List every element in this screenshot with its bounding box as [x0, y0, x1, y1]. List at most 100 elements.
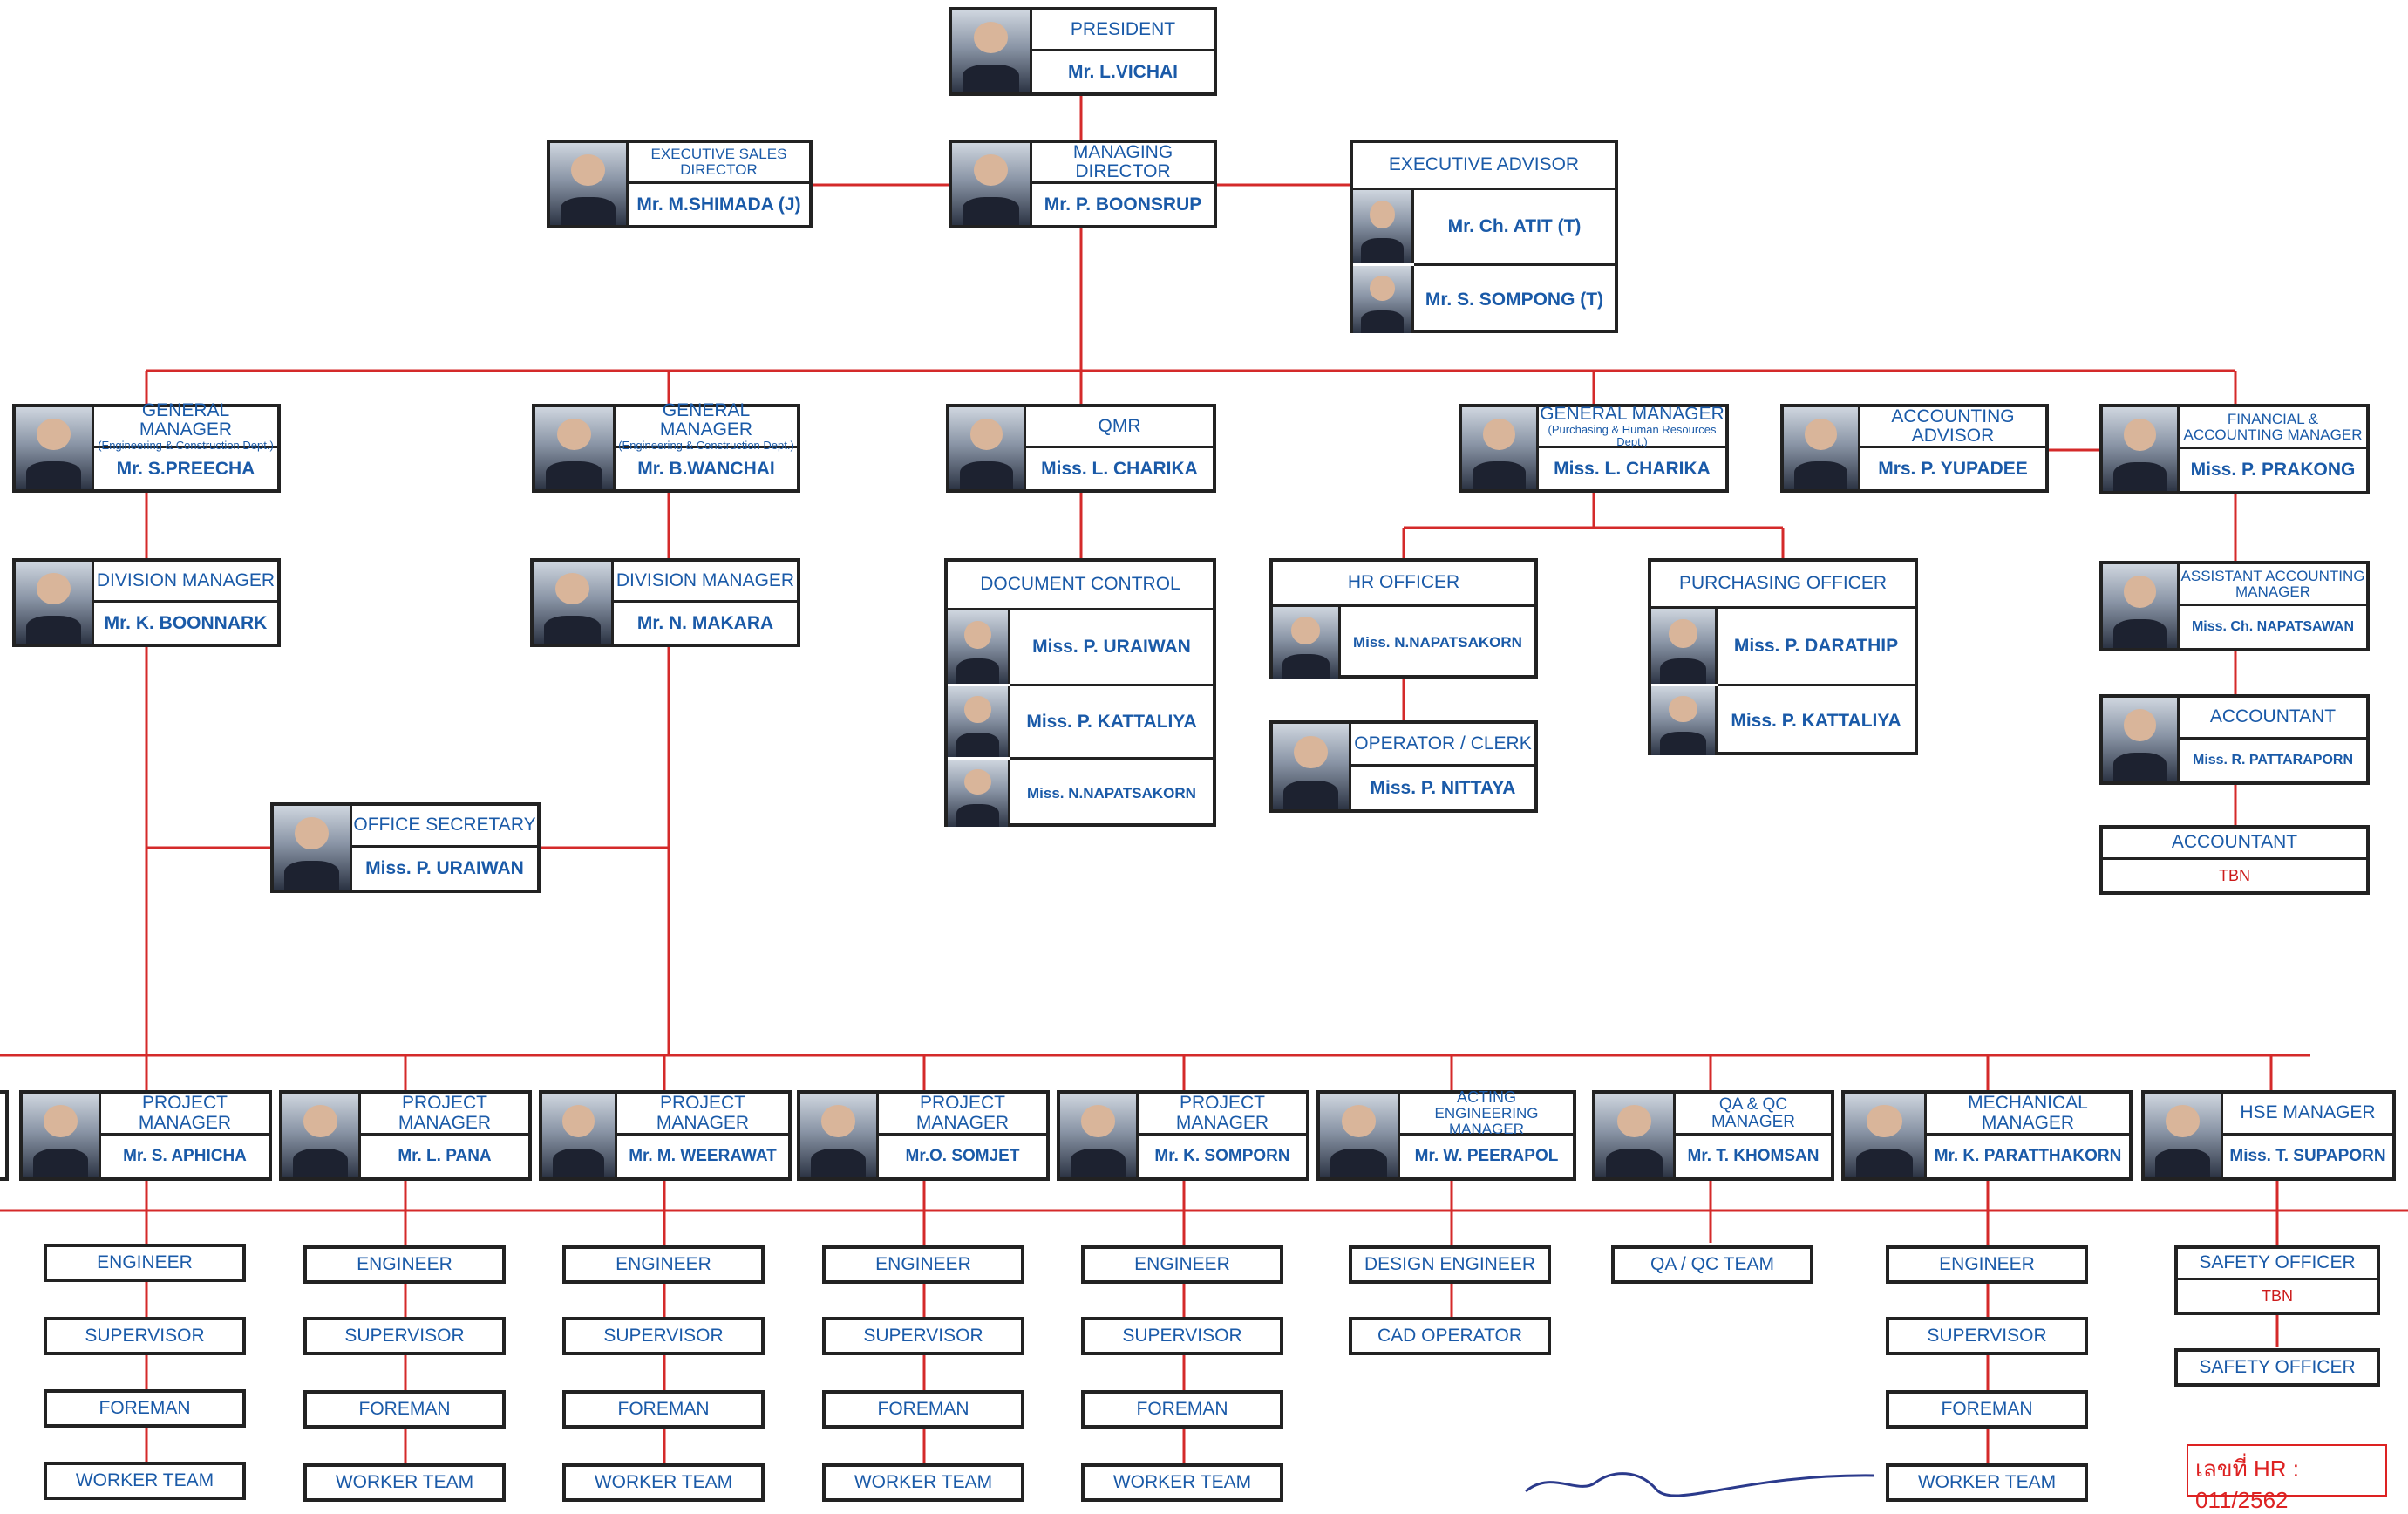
- exec-sales-name: Mr. M.SHIMADA (J): [636, 194, 801, 215]
- gm3-name: Miss. L. CHARIKA: [1554, 458, 1711, 479]
- engineer-box-4: ENGINEER: [822, 1245, 1024, 1284]
- qa-qc-manager-card: QA & QC MANAGER Mr. T. KHOMSAN: [1592, 1090, 1834, 1181]
- purchasing-officer-name-1-text: Miss. P. DARATHIP: [1733, 636, 1899, 656]
- accountant-tbn-card: ACCOUNTANT TBN: [2099, 825, 2370, 895]
- accountant-photo: [2103, 698, 2180, 781]
- mechanical-manager-photo: [1845, 1094, 1927, 1177]
- qa-qc-team-box: QA / QC TEAM: [1611, 1245, 1813, 1284]
- exec-advisor-name-1-text: Mr. Ch. ATIT (T): [1447, 216, 1582, 236]
- managing-director-role: MANAGING DIRECTOR: [1032, 142, 1214, 184]
- managing-director-card: MANAGING DIRECTOR Mr. P. BOONSRUP: [949, 140, 1217, 228]
- exec-advisor-name-2-text: Mr. S. SOMPONG (T): [1425, 289, 1604, 310]
- hr-officer-card: HR OFFICER Miss. N.NAPATSAKORN: [1269, 558, 1538, 679]
- exec-sales-photo: [550, 143, 629, 225]
- partial-card-left-edge: [0, 1090, 9, 1181]
- project-manager-3-card: PROJECT MANAGER Mr. M. WEERAWAT: [539, 1090, 792, 1181]
- signature-mark: [1525, 1472, 1875, 1497]
- president-role: PRESIDENT: [1032, 10, 1214, 51]
- gm3-role: GENERAL MANAGER (Purchasing & Human Reso…: [1539, 404, 1725, 449]
- qmr-role: QMR: [1026, 407, 1213, 448]
- document-control-photo-1: [948, 610, 1010, 684]
- mechanical-manager-name: Mr. K. PARATTHAKORN: [1934, 1147, 2122, 1165]
- division-manager-2-role: DIVISION MANAGER: [614, 562, 797, 603]
- worker-team-box-1: WORKER TEAM: [44, 1462, 246, 1500]
- foreman-box-3: FOREMAN: [562, 1390, 765, 1429]
- document-control-photo-3: [948, 760, 1010, 827]
- hse-manager-role: HSE MANAGER: [2223, 1094, 2392, 1136]
- document-control-card: DOCUMENT CONTROL Miss. P. URAIWAN Miss. …: [944, 558, 1216, 827]
- worker-team-box-mechanical: WORKER TEAM: [1886, 1463, 2088, 1502]
- exec-sales-role: EXECUTIVE SALES DIRECTOR: [629, 143, 809, 184]
- project-manager-4-card: PROJECT MANAGER Mr.O. SOMJET: [797, 1090, 1050, 1181]
- supervisor-box-5: SUPERVISOR: [1081, 1317, 1283, 1355]
- project-manager-2-photo: [282, 1094, 361, 1177]
- engineer-box-3: ENGINEER: [562, 1245, 765, 1284]
- engineering-manager-name: Mr. W. PEERAPOL: [1414, 1147, 1559, 1165]
- hr-officer-name: Miss. N.NAPATSAKORN: [1273, 607, 1534, 679]
- project-manager-3-name: Mr. M. WEERAWAT: [629, 1147, 777, 1165]
- assistant-accounting-name: Miss. Ch. NAPATSAWAN: [2191, 619, 2355, 634]
- foreman-box-mechanical: FOREMAN: [1886, 1390, 2088, 1429]
- assistant-accounting-photo: [2103, 564, 2180, 648]
- gm2-role-text: GENERAL MANAGER: [659, 400, 753, 440]
- purchasing-officer-photo-1: [1651, 609, 1718, 684]
- hr-officer-role: HR OFFICER: [1273, 562, 1534, 607]
- engineering-manager-role: ACTING ENGINEERING MANAGER: [1400, 1089, 1573, 1136]
- project-manager-1-card: PROJECT MANAGER Mr. S. APHICHA: [19, 1090, 272, 1181]
- qmr-card: QMR Miss. L. CHARIKA: [946, 404, 1216, 493]
- accounting-advisor-name: Mrs. P. YUPADEE: [1878, 458, 2028, 479]
- engineer-box-1: ENGINEER: [44, 1244, 246, 1282]
- assistant-accounting-card: ASSISTANT ACCOUNTING MANAGER Miss. Ch. N…: [2099, 561, 2370, 651]
- project-manager-2-card: PROJECT MANAGER Mr. L. PANA: [279, 1090, 532, 1181]
- qa-qc-manager-name: Mr. T. KHOMSAN: [1687, 1147, 1820, 1165]
- mechanical-manager-role: MECHANICAL MANAGER: [1927, 1094, 2129, 1136]
- gm2-photo: [535, 407, 616, 489]
- project-manager-5-card: PROJECT MANAGER Mr. K. SOMPORN: [1057, 1090, 1309, 1181]
- gm2-name: Mr. B.WANCHAI: [637, 458, 775, 479]
- worker-team-box-4: WORKER TEAM: [822, 1463, 1024, 1502]
- accountant-card: ACCOUNTANT Miss. R. PATTARAPORN: [2099, 694, 2370, 785]
- supervisor-box-2: SUPERVISOR: [303, 1317, 506, 1355]
- purchasing-officer-role: PURCHASING OFFICER: [1651, 562, 1915, 609]
- safety-officer-tbn-card: SAFETY OFFICER TBN: [2174, 1245, 2380, 1315]
- exec-advisor-name-1: Mr. Ch. ATIT (T): [1353, 190, 1615, 263]
- document-number-stamp: เลขที่ HR : 011/2562: [2187, 1444, 2387, 1513]
- document-control-photo-2: [948, 686, 1010, 757]
- assistant-accounting-role: ASSISTANT ACCOUNTING MANAGER: [2180, 564, 2366, 606]
- managing-director-name: Mr. P. BOONSRUP: [1044, 194, 1202, 215]
- worker-team-box-2: WORKER TEAM: [303, 1463, 506, 1502]
- purchasing-officer-name-1: Miss. P. DARATHIP: [1651, 609, 1915, 684]
- president-card: PRESIDENT Mr. L.VICHAI: [949, 7, 1217, 96]
- accounting-advisor-photo: [1784, 407, 1860, 489]
- gm3-card: GENERAL MANAGER (Purchasing & Human Reso…: [1459, 404, 1729, 493]
- gm3-role-text: GENERAL MANAGER: [1540, 404, 1724, 425]
- safety-officer-tbn-role: SAFETY OFFICER: [2178, 1249, 2377, 1280]
- safety-officer-tbn-name: TBN: [2262, 1286, 2293, 1305]
- engineer-box-mechanical: ENGINEER: [1886, 1245, 2088, 1284]
- financial-manager-card: FINANCIAL & ACCOUNTING MANAGER Miss. P. …: [2099, 404, 2370, 494]
- operator-clerk-role: OPERATOR / CLERK: [1351, 724, 1534, 767]
- supervisor-box-1: SUPERVISOR: [44, 1317, 246, 1355]
- exec-advisor-photo-2: [1353, 266, 1414, 333]
- project-manager-3-photo: [542, 1094, 617, 1177]
- division-manager-1-photo: [16, 562, 94, 644]
- project-manager-4-role: PROJECT MANAGER: [879, 1094, 1046, 1136]
- project-manager-4-name: Mr.O. SOMJET: [905, 1147, 1020, 1165]
- purchasing-officer-name-2-text: Miss. P. KATTALIYA: [1731, 710, 1901, 731]
- division-manager-1-card: DIVISION MANAGER Mr. K. BOONNARK: [12, 558, 281, 647]
- president-name: Mr. L.VICHAI: [1067, 61, 1178, 82]
- exec-sales-card: EXECUTIVE SALES DIRECTOR Mr. M.SHIMADA (…: [547, 140, 813, 228]
- gm3-role-sub: (Purchasing & Human Resources Dept.): [1548, 423, 1717, 449]
- project-manager-5-photo: [1060, 1094, 1139, 1177]
- division-manager-1-name: Mr. K. BOONNARK: [104, 612, 268, 633]
- purchasing-officer-card: PURCHASING OFFICER Miss. P. DARATHIP Mis…: [1648, 558, 1918, 755]
- worker-team-box-3: WORKER TEAM: [562, 1463, 765, 1502]
- hse-manager-photo: [2145, 1094, 2223, 1177]
- foreman-box-2: FOREMAN: [303, 1390, 506, 1429]
- qa-qc-manager-role: QA & QC MANAGER: [1676, 1094, 1831, 1136]
- gm2-role: GENERAL MANAGER (Engineering & Construct…: [616, 401, 797, 451]
- accountant-name: Miss. R. PATTARAPORN: [2192, 753, 2353, 767]
- division-manager-2-name: Mr. N. MAKARA: [636, 612, 774, 633]
- project-manager-5-role: PROJECT MANAGER: [1139, 1094, 1306, 1136]
- qmr-photo: [949, 407, 1026, 489]
